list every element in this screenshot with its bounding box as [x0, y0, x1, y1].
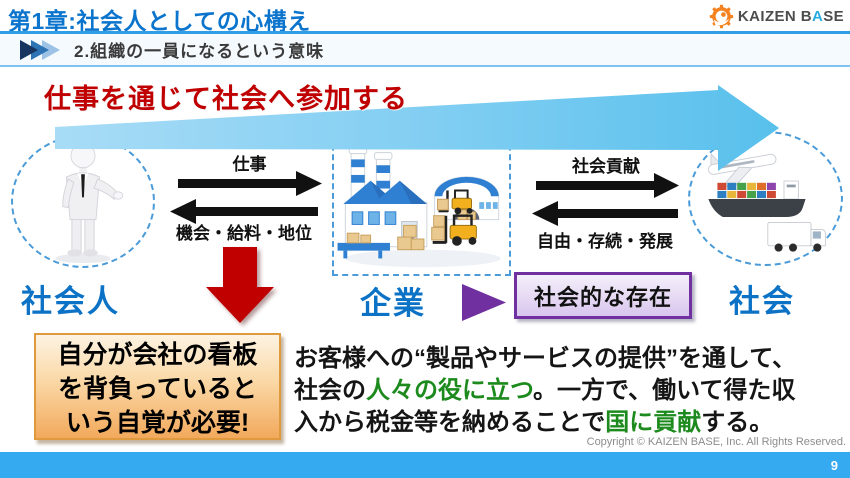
work-label: 仕事 — [232, 155, 267, 174]
callout-line1: 自分が会社の看板 — [57, 341, 258, 369]
company-label: 企業 — [360, 286, 426, 321]
slide-headline: 仕事を通じて社会へ参加する — [44, 84, 408, 114]
cargo-ship-icon — [707, 180, 806, 217]
logo-accent: A — [811, 8, 824, 25]
transport-illustration — [707, 152, 826, 252]
forklift-small-icon — [436, 189, 472, 214]
paragraph-highlight: 国に貢献 — [605, 409, 702, 436]
section-bar: 2.組織の一員になるという意味 — [0, 34, 850, 67]
reward-label: 機会・給料・地位 — [176, 224, 312, 243]
truck-icon — [766, 221, 826, 252]
paragraph-highlight: 人々の役に立つ — [366, 377, 534, 404]
paragraph-line2: 社会の人々の役に立つ。一方で、働いて得た収 — [294, 375, 796, 407]
callout-line3: いう自覚が必要! — [65, 409, 250, 437]
forklift-large-icon — [430, 213, 477, 246]
paragraph-text: 。一方で、働いて得た収 — [533, 377, 796, 404]
worker-circle — [11, 135, 155, 268]
company-box — [332, 135, 511, 276]
paragraph-text: 入から税金等を納めることで — [294, 409, 606, 436]
red-down-arrow — [206, 247, 274, 323]
callout-line2: を背負っていると — [58, 375, 257, 403]
freedom-arrow-left-icon — [532, 201, 678, 226]
paragraph-line3: 入から税金等を納めることで国に貢献する。 — [294, 407, 796, 439]
paragraph-text: 社会の — [294, 377, 366, 404]
body-paragraph: お客様への“製品やサービスの提供”を通して、 社会の人々の役に立つ。一方で、働い… — [294, 343, 796, 439]
social-existence-box: 社会的な存在 — [514, 272, 692, 319]
social-existence-label: 社会的な存在 — [533, 284, 672, 310]
section-label: 2.組織の一員になるという意味 — [74, 42, 325, 61]
chevron-arrows-icon — [20, 39, 60, 60]
paragraph-text: する。 — [701, 409, 774, 436]
society-circle — [688, 131, 843, 266]
paragraph-line1: お客様への“製品やサービスの提供”を通して、 — [294, 343, 796, 375]
header-divider — [0, 31, 850, 34]
purple-triangle-icon — [462, 284, 506, 321]
paragraph-text: お客様への“製品やサービスの提供”を通して、 — [294, 345, 797, 372]
contribution-label: 社会貢献 — [572, 157, 640, 176]
gear-icon — [709, 4, 734, 29]
society-label: 社会 — [729, 284, 795, 319]
page-number: 9 — [830, 457, 838, 473]
copyright-text: Copyright © KAIZEN BASE, Inc. All Rights… — [586, 436, 846, 448]
worker-illustration — [55, 142, 124, 263]
factory-illustration — [337, 145, 501, 267]
freedom-label: 自由・存続・発展 — [537, 232, 673, 251]
chapter-title: 第1章:社会人としての心構え — [8, 8, 311, 34]
kaizen-base-logo: KAIZEN BASE — [709, 4, 844, 29]
worker-label: 社会人 — [21, 284, 120, 319]
footer-bar: 9 — [0, 452, 850, 478]
logo-part1: KAIZEN B — [737, 8, 812, 25]
awareness-callout: 自分が会社の看板 を背負っていると いう自覚が必要! — [34, 333, 281, 440]
logo-text: KAIZEN BASE — [738, 8, 844, 25]
logo-part2: SE — [823, 8, 844, 25]
